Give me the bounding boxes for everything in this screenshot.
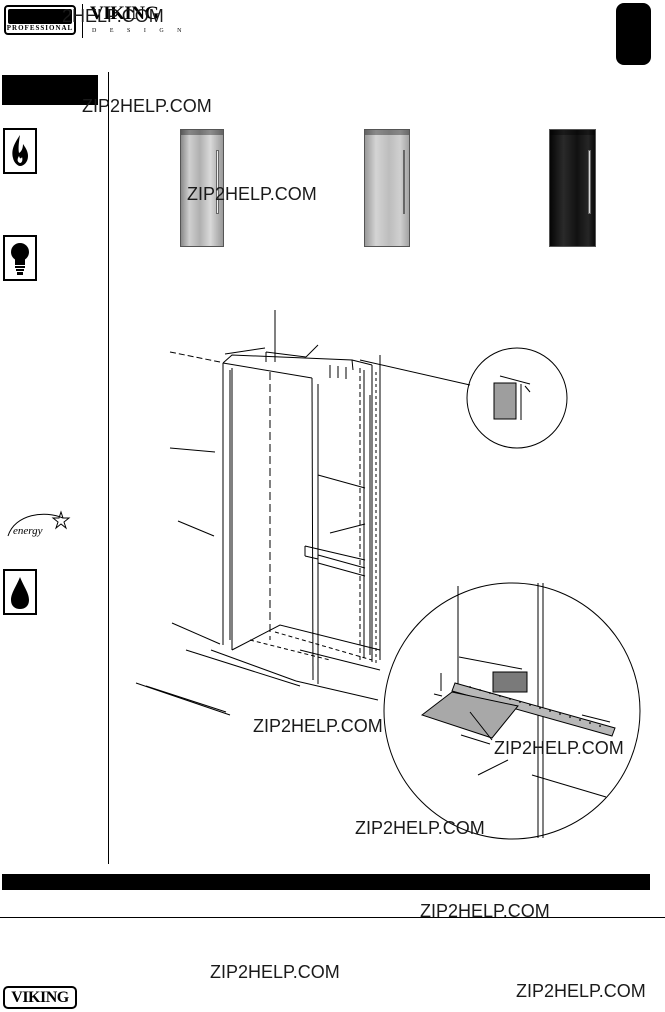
energy-logo-text: energy [13,525,43,537]
stainless-refrigerator-plain-image [364,129,410,247]
fridge-top [550,130,595,135]
page-tab [616,3,651,65]
logo-bar [8,9,72,24]
watermark: ZIP2HELP.COM [420,901,550,921]
logo-badge-text: PROFESSIONAL [6,24,74,32]
fridge-handle [216,150,219,214]
lightbulb-icon [3,235,37,281]
watermark: ZIP2HELP.COM [516,981,646,1001]
black-refrigerator-image [549,129,596,247]
logo-divider [82,4,83,38]
bottom-band [2,874,650,890]
watermark: ZIP2HELP.COM [494,738,624,758]
fridge-handle [403,150,405,214]
watermark: 2HELP.COM [62,6,164,26]
bottom-rule [0,917,665,918]
brand-subtitle: D E S I G N [92,28,188,34]
sidebar-rule [108,72,109,864]
watermark: ZIP2HELP.COM [187,184,317,204]
footer-logo-text: VIKING [11,989,69,1006]
fridge-top [365,130,409,135]
water-drop-icon [3,569,37,615]
watermark: ZIP2HELP.COM [82,96,212,116]
fridge-top [181,130,223,135]
energy-star-icon: energy [5,506,71,542]
section-header-box [2,75,98,105]
footer-logo: VIKING [3,986,77,1009]
watermark: ZIP2HELP.COM [210,962,340,982]
stainless-refrigerator-image [180,129,224,247]
fridge-handle [588,150,591,214]
flame-icon [3,128,37,174]
professional-logo: PROFESSIONAL [4,5,76,35]
watermark: ZIP2HELP.COM [253,716,383,736]
watermark: ZIP2HELP.COM [355,818,485,838]
brand-name: VIKING [90,3,159,24]
